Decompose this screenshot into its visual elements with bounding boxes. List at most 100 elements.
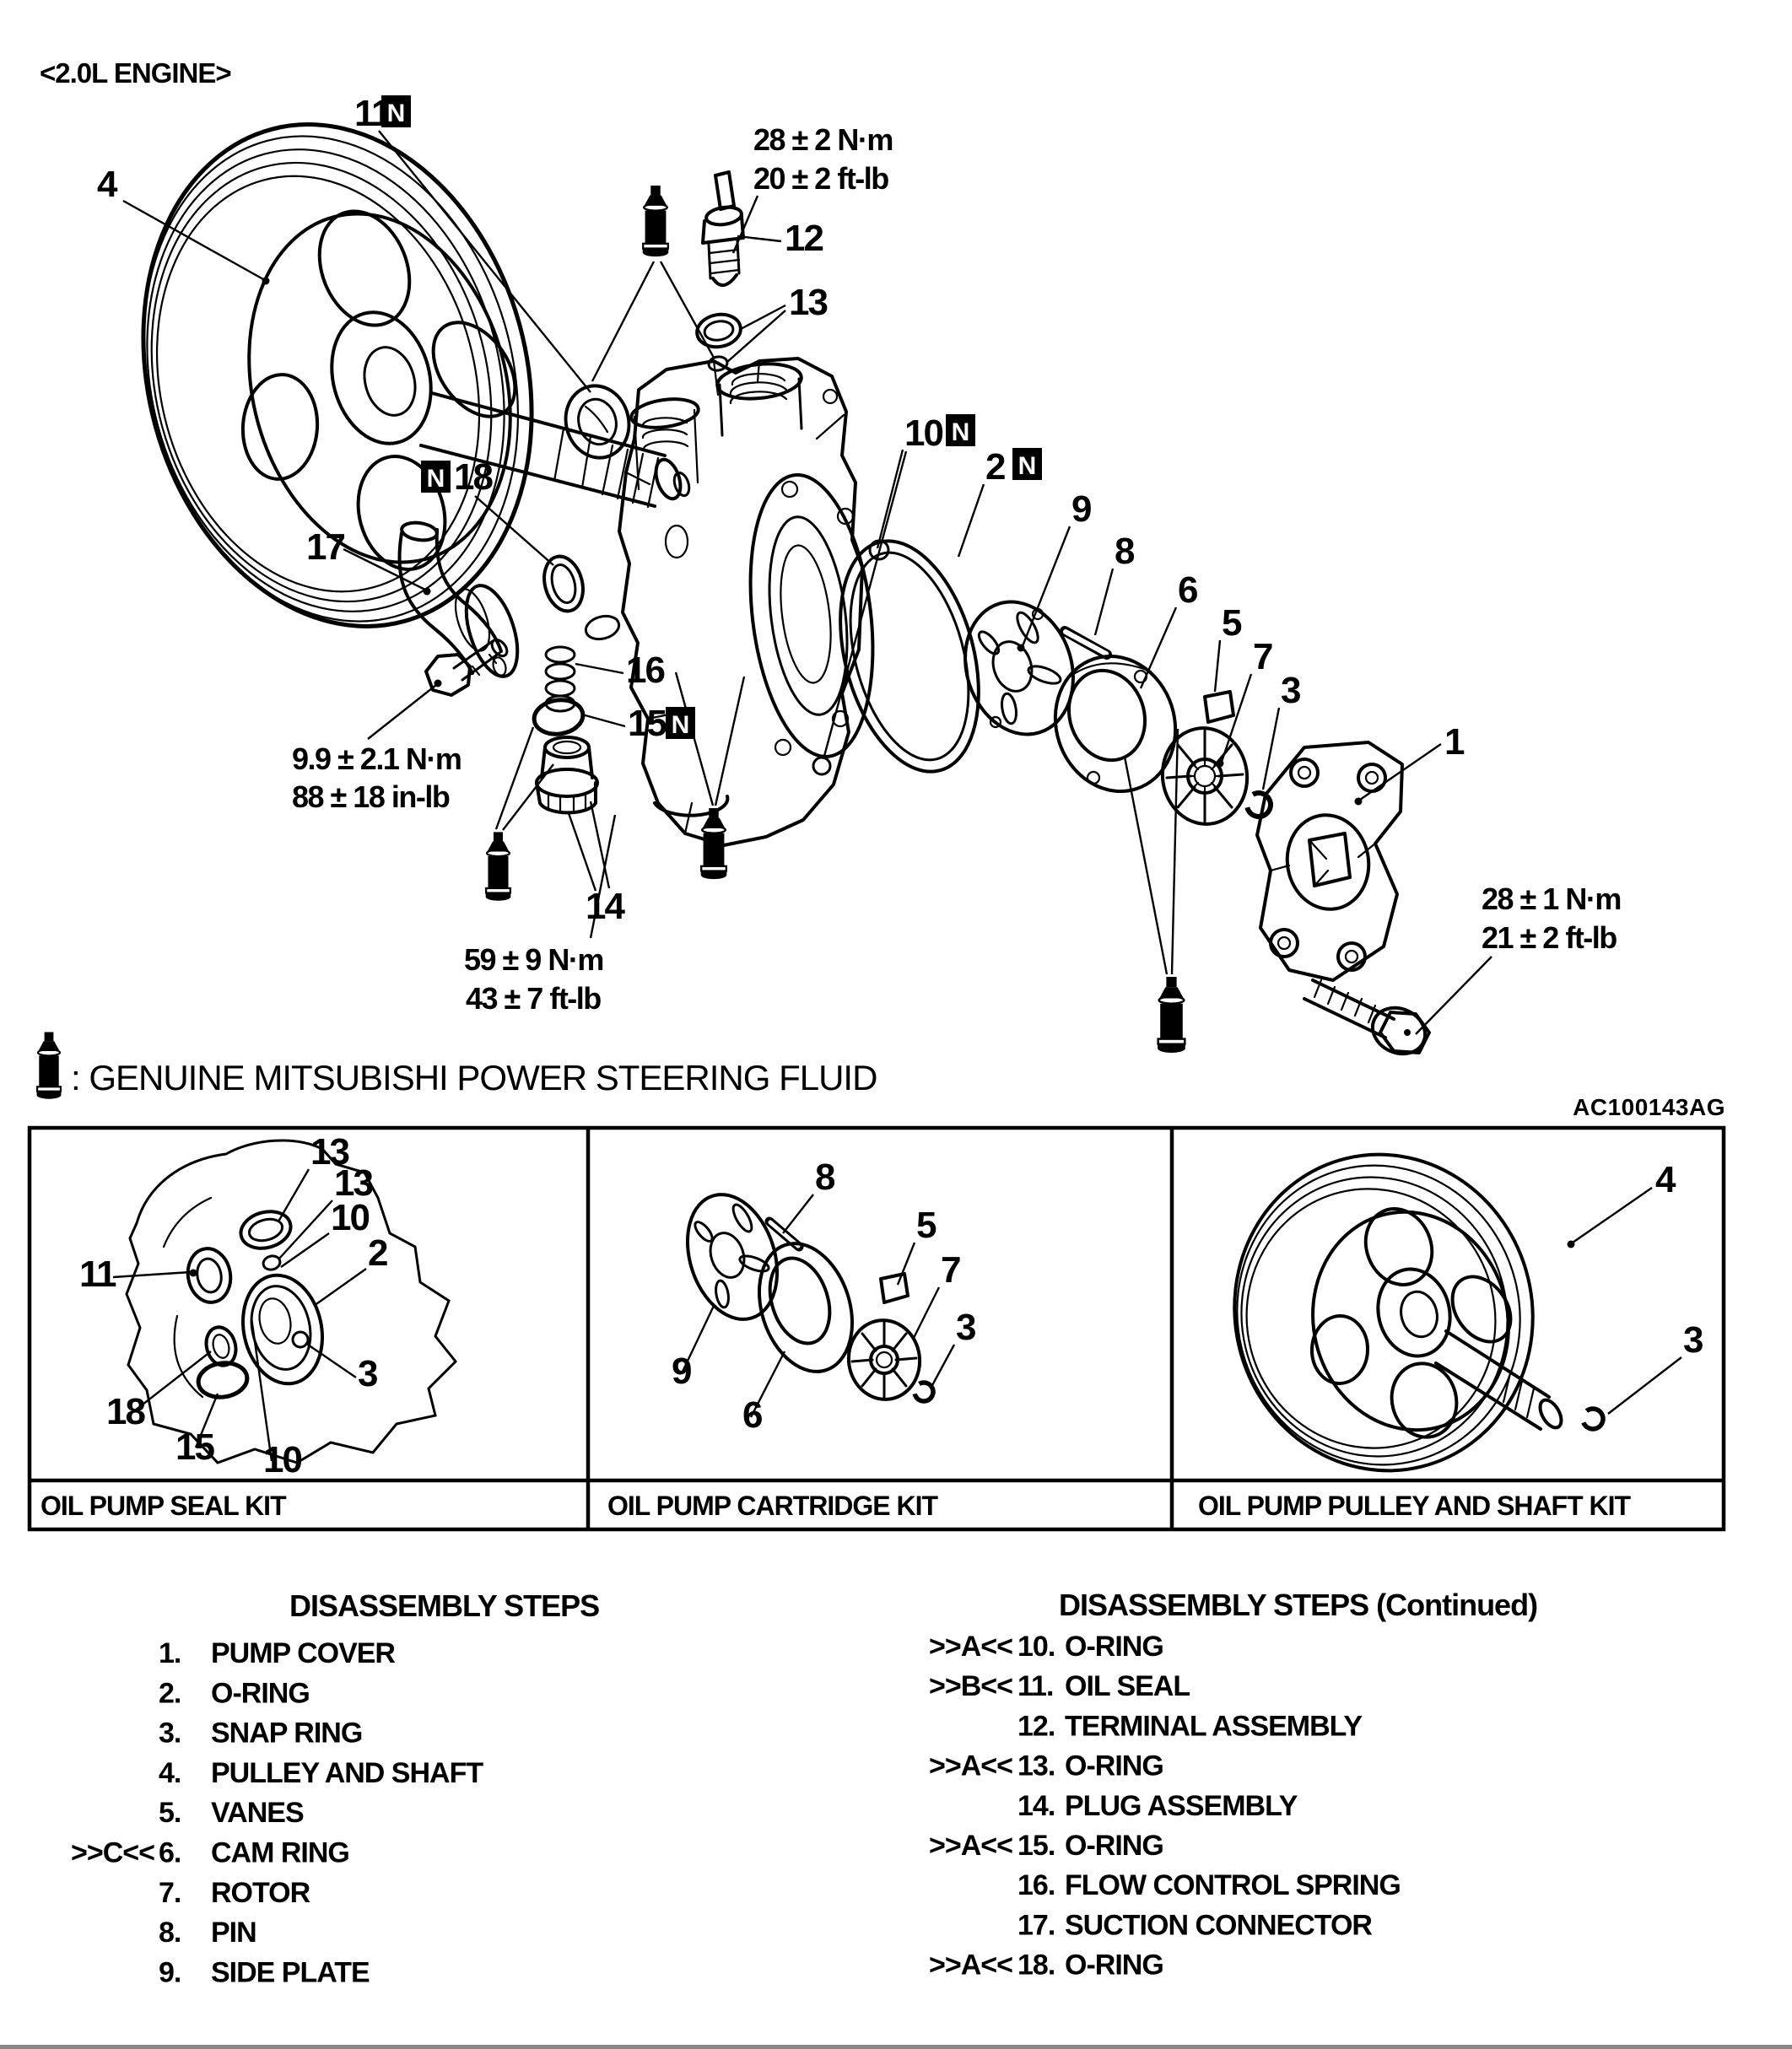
step-row: 8.PIN bbox=[159, 1917, 257, 1949]
leader-line bbox=[957, 483, 985, 558]
part-number: 2 bbox=[985, 446, 1005, 488]
fluid-bottle-icon bbox=[699, 808, 728, 881]
step-label: CAM RING bbox=[211, 1837, 349, 1869]
step-number: 6. bbox=[159, 1837, 181, 1869]
leader-line bbox=[280, 1232, 330, 1268]
callout-o-ring: 10 bbox=[280, 1197, 370, 1268]
leader-line bbox=[1607, 1356, 1682, 1415]
leader-line bbox=[378, 130, 591, 393]
step-row: 2.O-RING bbox=[159, 1677, 310, 1709]
step-number: 1. bbox=[159, 1637, 181, 1669]
part-number: 13 bbox=[310, 1131, 348, 1173]
step-number: 9. bbox=[159, 1956, 181, 1988]
n-marker-letter: N bbox=[1018, 452, 1037, 480]
step-number: 4. bbox=[159, 1757, 181, 1789]
fluid-bottle-marker bbox=[484, 726, 554, 902]
n-marker-letter: N bbox=[387, 100, 406, 127]
step-number: 13. bbox=[1017, 1750, 1055, 1782]
reassembly-marker: >>A<< bbox=[929, 1750, 1012, 1782]
leader-line bbox=[313, 1268, 367, 1307]
leader-dot bbox=[1354, 797, 1363, 806]
leader-dot bbox=[262, 277, 270, 285]
fluid-legend: : GENUINE MITSUBISHI POWER STEERING FLUI… bbox=[35, 1031, 877, 1100]
leader-line bbox=[740, 304, 786, 331]
o-ring-15-drawing bbox=[532, 698, 586, 736]
step-row: 16.FLOW CONTROL SPRING bbox=[1017, 1869, 1401, 1901]
o-ring-2-drawing bbox=[812, 539, 980, 776]
part-number: 1 bbox=[1444, 721, 1465, 763]
torque-metric: 28 ± 2 N·m bbox=[753, 122, 893, 157]
leader-line bbox=[896, 1242, 916, 1286]
callout-pulley-and-shaft: 4 bbox=[97, 164, 270, 285]
n-marker-box bbox=[421, 461, 451, 493]
fluid-bottle-marker bbox=[674, 671, 746, 881]
part-number: 4 bbox=[97, 164, 118, 205]
pump-cover-drawing bbox=[1255, 741, 1404, 982]
torque-spec-fitting: 9.9 ± 2.1 N·m 88 ± 18 in-lb bbox=[292, 679, 462, 814]
step-number: 12. bbox=[1017, 1710, 1055, 1742]
leader-line bbox=[1021, 526, 1071, 647]
part-number: 7 bbox=[941, 1249, 960, 1291]
step-row: >>B<<11.OIL SEAL bbox=[929, 1670, 1190, 1702]
callout-vanes: 5 bbox=[1213, 602, 1244, 693]
part-number: 16 bbox=[626, 650, 664, 691]
step-number: 16. bbox=[1017, 1869, 1055, 1901]
leader-line bbox=[714, 676, 746, 806]
leader-line bbox=[502, 763, 554, 831]
step-row: 4. PULLEY AND SHAFT bbox=[159, 1757, 484, 1789]
leader-line bbox=[581, 713, 626, 728]
part-number: 13 bbox=[789, 282, 827, 323]
leader-line bbox=[930, 1344, 956, 1388]
step-label: PLUG ASSEMBLY bbox=[1065, 1790, 1298, 1822]
n-marker-box bbox=[946, 414, 975, 446]
vane-drawing bbox=[1203, 690, 1235, 724]
part-number: 12 bbox=[785, 218, 823, 259]
o-ring-10-drawing bbox=[812, 756, 832, 776]
terminal-assembly-drawing bbox=[701, 170, 745, 287]
n-marker-box bbox=[666, 707, 695, 739]
callout-side-plate: 9 bbox=[1017, 488, 1093, 652]
figure-code: AC100143AG bbox=[1573, 1094, 1725, 1120]
callout-terminal-assembly: 12 bbox=[737, 218, 824, 259]
leader-line bbox=[1220, 673, 1253, 763]
leader-dot bbox=[189, 1269, 197, 1277]
torque-imperial: 20 ± 2 ft-lb bbox=[753, 161, 888, 196]
steps-title-right: DISASSEMBLY STEPS (Continued) bbox=[1059, 1588, 1537, 1622]
plug-assembly-drawing bbox=[535, 736, 599, 815]
part-number: 10 bbox=[904, 412, 942, 454]
leader-line bbox=[737, 235, 782, 243]
leader-line bbox=[782, 1194, 814, 1234]
oil-seal-drawing bbox=[564, 384, 631, 460]
fluid-bottle-markers bbox=[484, 186, 1187, 1054]
torque-spec-terminal: 28 ± 2 N·m 20 ± 2 ft-lb bbox=[731, 122, 893, 254]
callout-o-ring: 10 bbox=[250, 1317, 303, 1480]
step-row: 5.VANES bbox=[159, 1797, 305, 1829]
callout-o-ring: 15 bbox=[175, 1393, 219, 1468]
step-number: 10. bbox=[1017, 1631, 1055, 1663]
step-label: PULLEY AND SHAFT bbox=[211, 1757, 483, 1789]
leader-line bbox=[749, 1351, 786, 1418]
leader-line bbox=[474, 495, 554, 566]
callout-snap-ring: 3 bbox=[1607, 1319, 1704, 1415]
leader-line bbox=[567, 812, 597, 892]
torque-metric: 28 ± 1 N·m bbox=[1482, 882, 1621, 916]
step-label: SNAP RING bbox=[211, 1717, 362, 1750]
part-number: 5 bbox=[1222, 602, 1242, 644]
n-marker-box bbox=[381, 95, 411, 127]
leader-line bbox=[1213, 639, 1222, 693]
part-number: 3 bbox=[1683, 1319, 1703, 1361]
callout-snap-ring: 3 bbox=[930, 1307, 977, 1388]
step-label: VANES bbox=[211, 1797, 304, 1829]
leader-line bbox=[194, 1393, 219, 1448]
part-number: 11 bbox=[79, 1254, 116, 1295]
leader-line bbox=[589, 801, 611, 889]
part-number: 18 bbox=[106, 1391, 145, 1432]
leader-line bbox=[1123, 756, 1169, 975]
pump-housing-drawing bbox=[584, 357, 875, 847]
leader-line bbox=[1261, 707, 1281, 790]
fluid-bottle-marker bbox=[1123, 728, 1187, 1054]
step-row: 1.PUMP COVER bbox=[159, 1637, 396, 1669]
